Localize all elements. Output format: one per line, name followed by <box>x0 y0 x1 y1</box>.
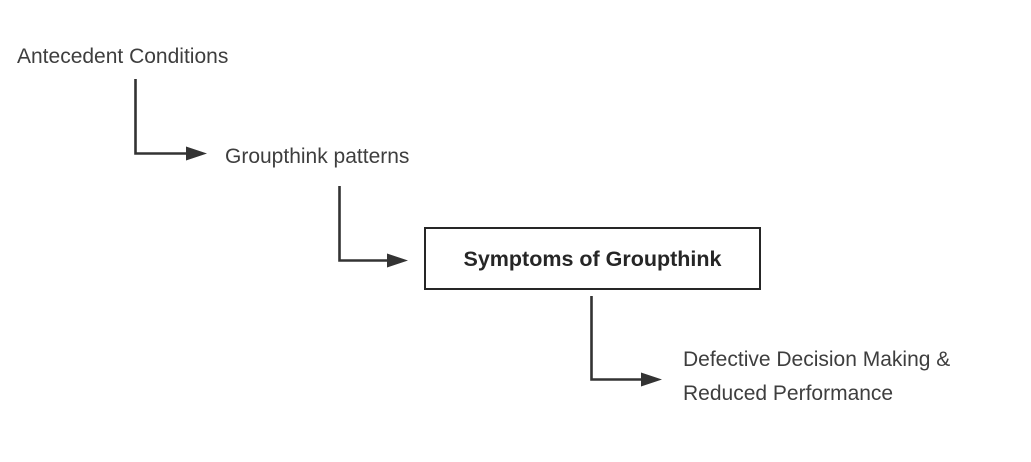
node-antecedent-conditions: Antecedent Conditions <box>17 45 229 68</box>
arrow-antecedent-to-groupthink <box>134 79 207 161</box>
node-symptoms-of-groupthink: Symptoms of Groupthink <box>424 227 761 290</box>
node-defective-decision-making: Defective Decision Making & Reduced Perf… <box>683 348 951 405</box>
arrow-symptoms-to-defective <box>590 296 662 387</box>
node-groupthink-patterns: Groupthink patterns <box>225 145 410 168</box>
arrow-groupthink-to-symptoms <box>338 186 408 268</box>
